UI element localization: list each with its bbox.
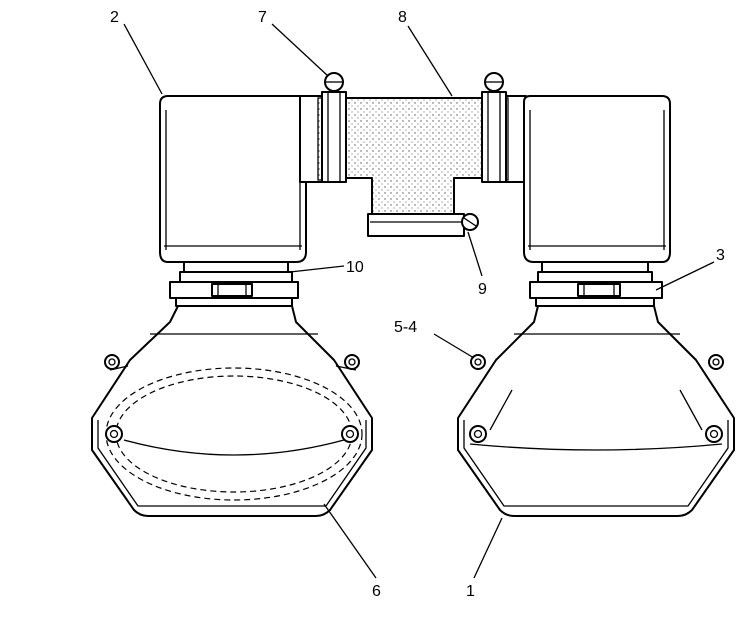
leader-2: [123, 23, 163, 95]
right-bolt-top-right: [708, 354, 724, 370]
callout-9: 9: [478, 281, 487, 298]
callout-6: 6: [372, 583, 381, 600]
right-bolt-bottom-right: [705, 425, 723, 443]
right-bolt-top-left: [470, 354, 486, 370]
leader-7: [271, 23, 329, 77]
left-air-cleaner-assembly: [91, 95, 373, 517]
leader-8: [407, 25, 453, 97]
leader-5-4: [433, 333, 475, 359]
right-housing: [523, 95, 671, 263]
clamp-bottom: [461, 213, 479, 231]
leader-6: [323, 503, 377, 579]
left-bolt-bottom-right: [341, 425, 359, 443]
leader-3: [655, 261, 715, 291]
callout-5-4: 5-4: [394, 319, 417, 336]
right-lower-chamber: [457, 305, 735, 517]
left-lower-chamber: [91, 305, 373, 517]
right-bolt-bottom-left: [469, 425, 487, 443]
leader-9: [467, 231, 483, 277]
callout-10: 10: [346, 259, 364, 276]
right-air-cleaner-assembly: [457, 95, 735, 517]
left-bolt-bottom-left: [105, 425, 123, 443]
callout-3: 3: [716, 247, 725, 264]
left-lower-collar: [169, 261, 299, 307]
right-lower-collar: [529, 261, 663, 307]
clamp-left: [321, 72, 347, 183]
clamp-right: [481, 72, 507, 183]
tee-connector: [299, 95, 527, 237]
callout-labels: 2 7 8 10 9 3 5-4 6 1: [110, 9, 725, 600]
callout-1: 1: [466, 583, 475, 600]
leader-10: [289, 265, 345, 273]
left-bolt-top-left: [104, 354, 120, 370]
callout-8: 8: [398, 9, 407, 26]
callout-7: 7: [258, 9, 267, 26]
left-housing: [159, 95, 307, 263]
leader-lines: [123, 23, 715, 579]
leader-1: [473, 517, 503, 579]
left-bolt-top-right: [344, 354, 360, 370]
callout-2: 2: [110, 9, 119, 26]
